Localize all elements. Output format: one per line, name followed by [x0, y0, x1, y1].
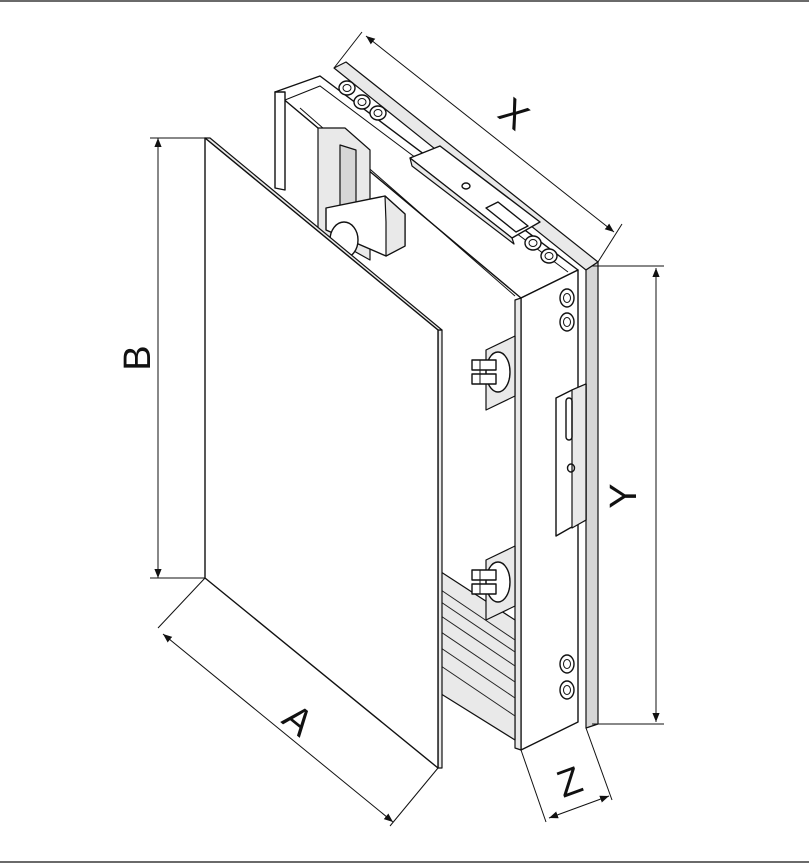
- label-z: Z: [552, 759, 588, 806]
- dimension-a-arrow: [162, 633, 394, 823]
- dimension-x-arrow: [365, 35, 615, 233]
- label-x: X: [490, 90, 536, 139]
- dimension-y: Y: [592, 265, 664, 725]
- right-side-screws: [559, 288, 575, 700]
- frame-left-face: [274, 91, 286, 191]
- lower-push-latch: [471, 545, 516, 621]
- label-y: Y: [603, 483, 645, 508]
- frame-right-back-rail: [585, 261, 599, 729]
- frame-front-right-edge: [514, 297, 522, 751]
- door-panel: [204, 137, 443, 769]
- label-b: B: [117, 345, 159, 370]
- side-mounting-bracket: [555, 383, 587, 537]
- dimension-z: Z: [520, 727, 613, 823]
- dimension-b: B: [117, 137, 205, 579]
- label-a: A: [274, 696, 321, 745]
- dimension-z-arrow: [548, 795, 610, 819]
- upper-push-latch: [471, 335, 516, 411]
